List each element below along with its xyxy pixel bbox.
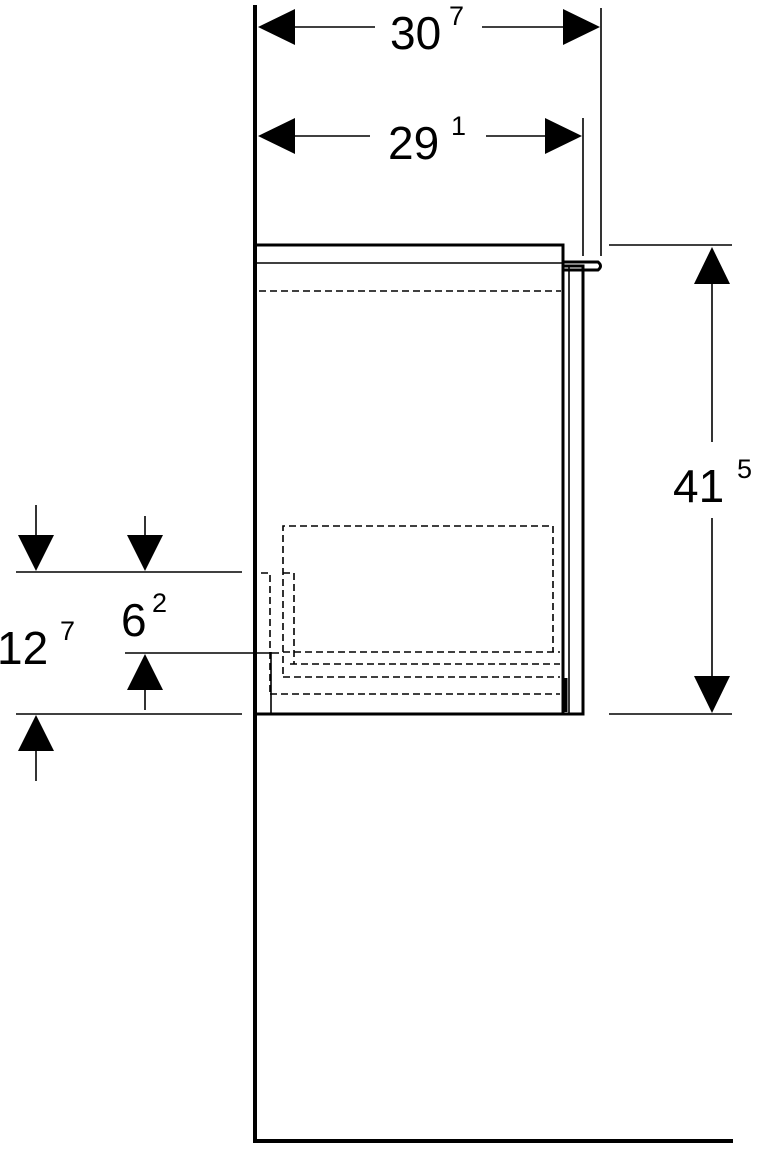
recess-offset-label: 6 bbox=[121, 594, 147, 646]
drawer-side-mid bbox=[283, 572, 295, 664]
body-depth-label: 29 bbox=[388, 117, 439, 169]
overall-depth-label: 30 bbox=[390, 7, 441, 59]
arrow-up-icon bbox=[127, 654, 163, 690]
mount-offset-sup: 7 bbox=[60, 616, 75, 646]
mount-offset-label: 12 bbox=[0, 622, 48, 674]
arrow-left-icon bbox=[258, 118, 295, 154]
dimension-overall-depth: 30 7 bbox=[258, 1, 602, 256]
front-panel-outer bbox=[563, 264, 585, 716]
arrow-right-icon bbox=[563, 9, 600, 45]
height-label: 41 bbox=[673, 460, 724, 512]
handle-profile bbox=[563, 260, 602, 272]
arrow-left-icon bbox=[258, 9, 295, 45]
cabinet-outline bbox=[257, 243, 602, 716]
arrow-down-icon bbox=[127, 535, 163, 571]
arrow-down-icon bbox=[18, 535, 54, 571]
dimension-recess-offset: 6 2 bbox=[121, 516, 279, 710]
arrow-up-icon bbox=[18, 715, 54, 751]
body-depth-sup: 1 bbox=[451, 111, 466, 141]
arrow-down-icon bbox=[694, 676, 730, 713]
wall-and-floor bbox=[253, 5, 733, 1143]
dimension-body-depth: 29 1 bbox=[258, 111, 584, 256]
recess-offset-sup: 2 bbox=[152, 588, 167, 618]
arrow-right-icon bbox=[545, 118, 582, 154]
cabinet-body bbox=[257, 243, 565, 716]
dimension-mount-offset: 12 7 bbox=[0, 505, 242, 781]
height-sup: 5 bbox=[737, 454, 752, 484]
dimension-height: 41 5 bbox=[609, 244, 752, 715]
arrow-up-icon bbox=[694, 247, 730, 284]
hidden-drawer-outlines bbox=[261, 525, 560, 695]
drawer-side-left bbox=[261, 572, 271, 694]
overall-depth-sup: 7 bbox=[449, 1, 464, 31]
